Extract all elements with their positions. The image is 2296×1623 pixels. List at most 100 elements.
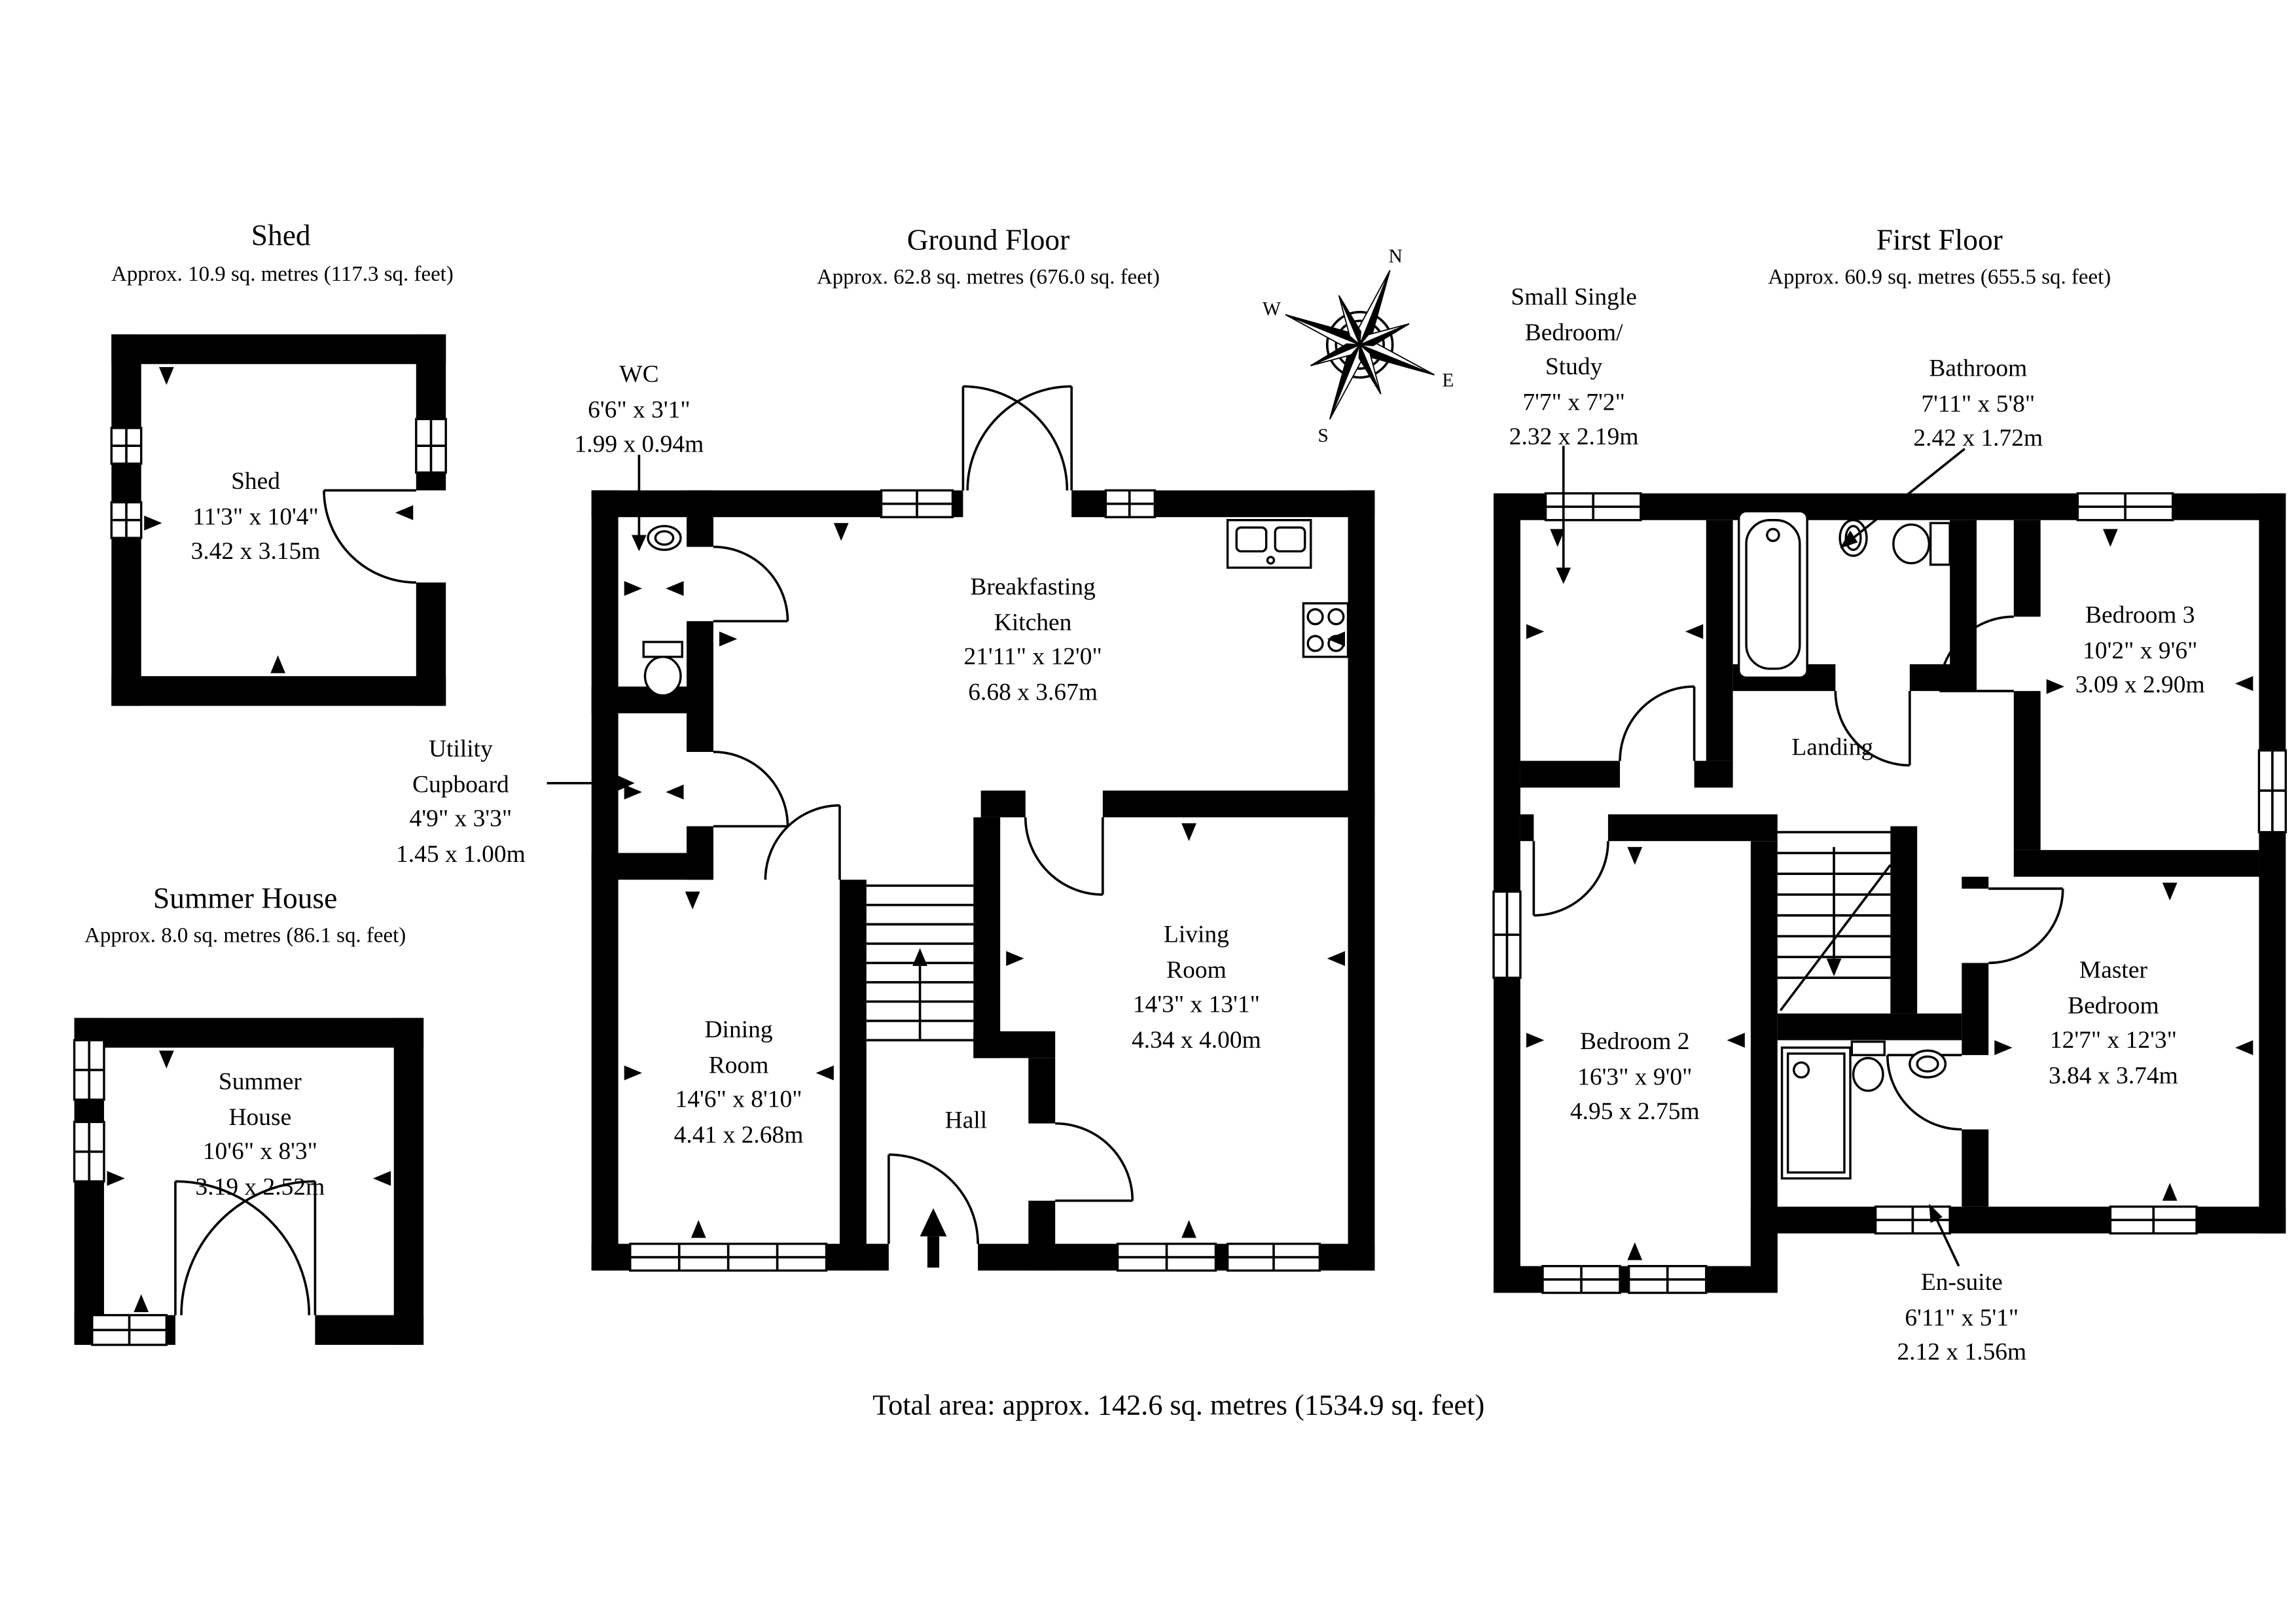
room-name: Breakfasting Kitchen [970,572,1096,635]
room-label-landing: Landing [1791,732,1874,761]
total-area-label: Total area: approx. 142.6 sq. metres (15… [872,1391,1485,1423]
first-floor-title: First Floor [1876,224,2003,257]
room-dims-imperial: 11'3" x 10'4" [192,501,319,530]
window [110,501,143,539]
room-name: Dining Room [704,1014,773,1079]
french-doors-arc [961,385,1073,491]
dimension-arrows [144,366,414,673]
room-dims-imperial: 6'6" x 3'1" [588,394,691,423]
sink-icon [647,525,682,551]
room-dims-imperial: 12'7" x 12'3" [2049,1025,2177,1054]
room-name: Utility Cupboard [412,734,509,798]
dining-door-arc [764,804,841,880]
kitchen-fixtures [1226,519,1350,658]
room-dims-imperial: 4'9" x 3'3" [409,804,512,832]
room-dims-imperial: 7'7" x 7'2" [1522,387,1625,416]
window [1492,890,1522,979]
window [1104,489,1157,518]
room-dims-imperial: 6'11" x 5'1" [1905,1302,2019,1331]
first-floor-windows [1492,492,2287,1294]
room-label-utility-cupboard: Utility Cupboard 4'9" x 3'3" 1.45 x 1.00… [396,731,526,870]
shed-area: Approx. 10.9 sq. metres (117.3 sq. feet) [111,262,454,287]
room-name: Master Bedroom [2068,955,2159,1019]
compass-points [1285,270,1435,419]
room-label-bedroom3: Bedroom 3 10'2" x 9'6" 3.09 x 2.90m [2043,597,2236,702]
shed-door-arc [323,489,416,584]
room-label-small-single-bedroom: Small Single Bedroom/ Study 7'7" x 7'2" … [1499,279,1648,454]
room-name: Bathroom [1929,353,2028,382]
compass-east-label: E [1442,370,1454,391]
window [73,1039,105,1101]
compass-south-label: S [1318,425,1328,446]
room-label-hall: Hall [944,1105,988,1134]
room-dims-metric: 4.41 x 2.68m [673,1119,804,1149]
ground-floor-stairs [866,884,974,1042]
window [1627,1264,1708,1294]
toilet-icon [642,641,683,697]
master-door-arc [1988,887,2064,965]
bedroom3-door-arc [1938,615,2014,692]
room-dims-metric: 6.68 x 3.67m [968,677,1098,705]
utility-door-arc [713,751,789,828]
shed-title: Shed [251,220,311,253]
toilet-icon [1850,1041,1886,1092]
room-dims-metric: 2.12 x 1.56m [1897,1337,2027,1366]
bathtub-icon [1738,510,1808,679]
summer-house-windows [73,1039,168,1346]
window [73,1120,105,1183]
bathroom-fixtures [1738,510,1951,679]
stairs-up-arrow [912,948,927,966]
window [2257,749,2287,834]
room-name: WC [619,359,659,388]
first-floor-stairs [1777,830,1892,1012]
small-bedroom-door-arc [1619,685,1696,761]
shed-walls [111,334,446,706]
window [91,1313,168,1346]
room-label-bedroom2: Bedroom 2 16'3" x 9'0" 4.95 x 2.75m [1538,1024,1731,1129]
summer-house-plan [73,1018,424,1346]
room-dims-metric: 3.09 x 2.90m [2075,670,2205,699]
ground-floor-area: Approx. 62.8 sq. metres (676.0 sq. feet) [817,266,1160,290]
ground-floor-windows [629,489,1321,1272]
room-label-ensuite: En-suite 6'11" x 5'1" 2.12 x 1.56m [1865,1264,2058,1369]
label-leader-lines [1556,446,1966,1267]
room-name: Summer House [218,1067,302,1130]
shed-plan [110,334,447,706]
entrance-arrow-icon [920,1208,947,1268]
room-name: Small Single Bedroom/ Study [1511,282,1637,381]
first-floor-plan [1492,446,2287,1294]
bedroom2-door-arc [1532,841,1609,917]
label-leader-lines [547,454,647,791]
room-dims-metric: 4.95 x 2.75m [1570,1096,1700,1125]
room-label-bathroom: Bathroom 7'11" x 5'8" 2.42 x 1.72m [1882,351,2075,455]
ground-floor-plan [547,385,1375,1272]
room-dims-metric: 1.99 x 0.94m [574,429,704,458]
room-name: Living Room [1163,919,1229,984]
compass-rose: N E S W [1263,246,1454,446]
wc-door-arc [713,545,789,622]
summer-house-title: Summer House [153,882,338,916]
ground-floor-title: Ground Floor [906,224,1070,257]
wc-fixtures [642,525,683,697]
dimension-arrows [1526,529,2253,1260]
room-dims-imperial: 16'3" x 9'0" [1577,1061,1693,1090]
front-door-arc [888,1153,979,1244]
room-dims-imperial: 14'6" x 8'10" [675,1084,802,1113]
hob-icon [1302,602,1350,658]
bathroom-door-arc [1834,690,1911,767]
hall-living-door-arc [1055,1122,1134,1202]
toilet-icon [1892,522,1951,566]
room-name: Bedroom 3 [2085,600,2195,629]
sink-icon [1909,1049,1947,1079]
room-dims-imperial: 21'11" x 12'0" [963,641,1102,671]
shed-windows [110,418,447,539]
kitchen-living-door-arc [1024,817,1104,896]
summer-house-walls [74,1018,424,1345]
summer-house-area: Approx. 8.0 sq. metres (86.1 sq. feet) [84,924,406,948]
room-dims-metric: 2.42 x 1.72m [1913,423,2043,452]
ensuite-fixtures [1780,1041,1947,1180]
room-dims-imperial: 7'11" x 5'8" [1921,388,2036,417]
